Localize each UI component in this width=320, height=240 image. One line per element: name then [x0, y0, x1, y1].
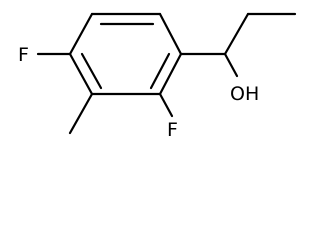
- structure-canvas: F F OH: [18, 12, 297, 141]
- ring-bond-top-left: [68, 12, 94, 56]
- ring-double-bond-right: [149, 52, 171, 90]
- fluorine-bottom-label: F: [167, 119, 178, 141]
- ring-bond-bottom-right: [158, 52, 183, 96]
- bond-to-methyl: [68, 92, 94, 135]
- bond-to-fluorine-bottom: [158, 92, 174, 118]
- ring-bond-bottom-left: [68, 52, 94, 96]
- ring-bond-top-right: [158, 12, 183, 56]
- bond-carbinol-to-oxygen: [223, 52, 239, 78]
- fluorine-top-label: F: [18, 44, 29, 66]
- ring-double-bond-left: [80, 52, 103, 90]
- hydroxyl-label: OH: [230, 83, 259, 105]
- molecule-drawing: F F OH: [18, 12, 297, 141]
- bond-carbinol-to-ethyl: [223, 12, 250, 56]
